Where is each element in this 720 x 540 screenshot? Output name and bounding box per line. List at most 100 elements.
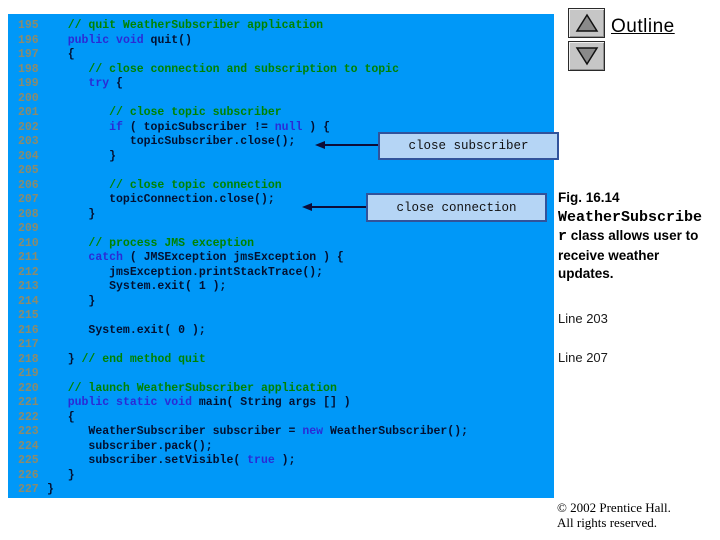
callout-label: close subscriber (408, 139, 529, 153)
code-line: 216 System.exit( 0 ); (18, 324, 554, 339)
code-token: System.exit( 0 ); (88, 323, 206, 337)
code-token: null (274, 120, 303, 134)
code-line: 201 // close topic subscriber (18, 106, 554, 121)
code-line: 212 jmsException.printStackTrace(); (18, 266, 554, 281)
line-reference-207: Line 207 (558, 350, 608, 365)
copyright-line: © 2002 Prentice Hall. (557, 500, 671, 515)
code-line: 220 // launch WeatherSubscriber applicat… (18, 382, 554, 397)
code-token: topicSubscriber.close(); (129, 135, 296, 148)
code-token: static (116, 396, 158, 409)
code-token: } (67, 352, 82, 366)
outline-title[interactable]: Outline (611, 16, 675, 37)
line-number: 212 (18, 265, 39, 279)
code-line: 214 } (18, 295, 554, 310)
code-line: 196 public void quit() (18, 34, 554, 49)
arrow-left-icon (315, 141, 325, 149)
code-token: } (88, 207, 96, 221)
line-number: 213 (18, 280, 39, 293)
line-number: 208 (18, 207, 39, 221)
triangle-up-icon (575, 13, 599, 33)
line-number: 219 (18, 367, 39, 380)
line-number: 221 (18, 396, 39, 409)
line-number: 203 (18, 135, 39, 148)
code-token: // close topic connection (109, 178, 282, 192)
code-line: 210 // process JMS exception (18, 237, 554, 252)
code-token: // close connection and subscription to … (88, 62, 399, 76)
code-line: 209 (18, 222, 554, 237)
code-line: 219 (18, 367, 554, 382)
figure-caption: Fig. 16.14 WeatherSubscriber class allow… (558, 189, 710, 284)
code-line: 205 (18, 164, 554, 179)
code-token: System.exit( 1 ); (109, 280, 227, 293)
code-line: 221 public static void main( String args… (18, 396, 554, 411)
line-number: 201 (18, 106, 39, 119)
code-token: // close topic subscriber (109, 106, 282, 119)
arrow-left-icon (302, 203, 312, 211)
figure-caption-text: class allows user to receive weather upd… (558, 228, 699, 281)
line-number: 198 (18, 62, 39, 76)
callout-arrow-line-close-subscriber (324, 144, 378, 146)
code-token: } (47, 483, 54, 496)
code-token: public (67, 33, 110, 47)
triangle-down-icon (575, 46, 599, 66)
line-number: 224 (18, 439, 39, 453)
code-token: void (164, 396, 192, 409)
line-number: 195 (18, 19, 39, 32)
code-line: 217 (18, 338, 554, 353)
scroll-up-button[interactable] (568, 8, 605, 38)
slide-nav-buttons (568, 8, 605, 74)
code-line: 227} (18, 483, 554, 498)
line-number: 215 (18, 309, 39, 322)
code-line: 226 } (18, 469, 554, 484)
code-line: 206 // close topic connection (18, 179, 554, 194)
code-token (109, 34, 116, 47)
line-number: 222 (18, 410, 39, 424)
line-number: 205 (18, 164, 39, 177)
line-number: 206 (18, 178, 39, 192)
line-number: 204 (18, 149, 39, 163)
code-token: public (67, 396, 110, 409)
code-token: } (67, 468, 75, 482)
copyright-line: All rights reserved. (557, 515, 658, 530)
code-token: // process JMS exception (88, 236, 255, 250)
code-token: { (109, 77, 123, 90)
callout-arrow-line-close-connection (311, 206, 366, 208)
line-number: 225 (18, 454, 39, 467)
figure-number: Fig. 16.14 (558, 190, 620, 205)
code-line: 208 } (18, 208, 554, 223)
code-line: 213 System.exit( 1 ); (18, 280, 554, 295)
figure-class-name: WeatherSubscriber (558, 208, 703, 246)
code-line: 207 topicConnection.close(); (18, 193, 554, 208)
line-number: 207 (18, 193, 39, 206)
code-token: catch (88, 251, 123, 264)
line-number: 226 (18, 468, 39, 482)
code-token: ( JMSException jmsException ) { (122, 251, 344, 264)
code-token (109, 396, 116, 409)
code-line: 197 { (18, 48, 554, 63)
code-token: topicConnection.close(); (109, 193, 275, 206)
code-token: WeatherSubscriber(); (323, 425, 469, 438)
code-lines: 195 // quit WeatherSubscriber applicatio… (18, 19, 554, 498)
code-token: true (247, 454, 275, 467)
line-number: 199 (18, 77, 39, 90)
code-token: jmsException.printStackTrace(); (109, 265, 324, 279)
code-token: } (88, 294, 96, 308)
code-token: quit() (143, 33, 192, 47)
code-line: 218 } // end method quit (18, 353, 554, 368)
line-number: 216 (18, 323, 39, 337)
line-number: 197 (18, 48, 39, 61)
code-line: 215 (18, 309, 554, 324)
code-line: 204 } (18, 150, 554, 165)
code-token: ); (274, 454, 296, 467)
code-line: 224 subscriber.pack(); (18, 440, 554, 455)
code-token: WeatherSubscriber subscriber = (88, 425, 303, 438)
line-reference-203: Line 203 (558, 311, 608, 326)
code-token: void (116, 33, 144, 47)
code-token: // launch WeatherSubscriber application (67, 381, 337, 395)
line-number: 209 (18, 222, 39, 235)
code-token: ( topicSubscriber != (122, 120, 275, 134)
code-token: if (109, 120, 123, 134)
line-number: 200 (18, 91, 39, 105)
scroll-down-button[interactable] (568, 41, 605, 71)
code-token: main( String args [] ) (191, 396, 351, 409)
